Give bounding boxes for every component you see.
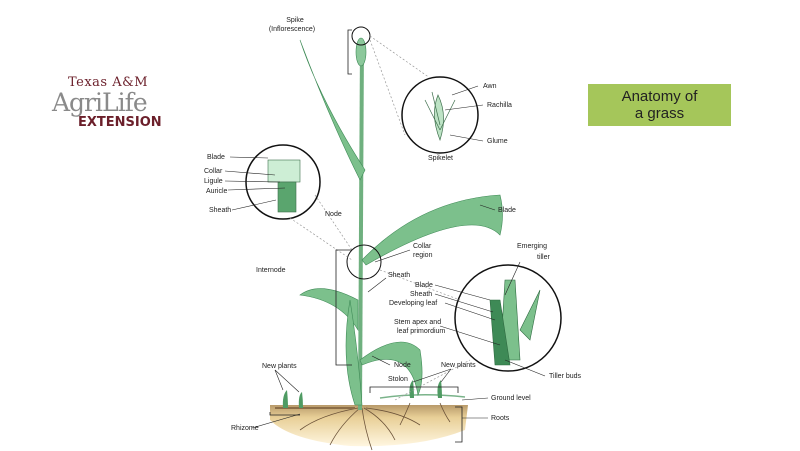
label-collar-sheath: Sheath bbox=[209, 207, 231, 214]
label-ligule: Ligule bbox=[204, 178, 223, 185]
label-stolon: Stolon bbox=[388, 376, 408, 383]
label-tiller-sheath: Sheath bbox=[410, 291, 432, 298]
label-ground-level: Ground level bbox=[491, 395, 531, 402]
label-awn: Awn bbox=[483, 83, 497, 90]
collar-detail-circle bbox=[245, 144, 321, 220]
label-inflorescence: (Inflorescence) bbox=[269, 26, 315, 33]
label-glume: Glume bbox=[487, 138, 508, 145]
label-developing-leaf: Developing leaf bbox=[389, 300, 437, 307]
label-blade: Blade bbox=[498, 207, 516, 214]
label-rachilla: Rachilla bbox=[487, 102, 512, 109]
label-collar-region-1: Collar bbox=[413, 243, 432, 250]
slide-title: Anatomy of a grass bbox=[588, 84, 731, 126]
logo-line-3: EXTENSION bbox=[78, 115, 162, 130]
label-roots: Roots bbox=[491, 415, 510, 422]
label-node-lower: Node bbox=[394, 362, 411, 369]
label-new-plants-left: New plants bbox=[262, 363, 297, 370]
label-collar: Collar bbox=[204, 168, 223, 175]
soil bbox=[270, 405, 468, 447]
spike bbox=[355, 37, 367, 67]
label-sheath: Sheath bbox=[388, 272, 410, 279]
tiller-drawing bbox=[489, 279, 541, 366]
spike-detail-circle bbox=[401, 76, 479, 154]
title-line-2: a grass bbox=[634, 105, 685, 122]
label-new-plants-right: New plants bbox=[441, 362, 476, 369]
label-tiller-blade: Blade bbox=[415, 282, 433, 289]
label-internode: Internode bbox=[256, 267, 286, 274]
stolon bbox=[379, 394, 466, 399]
new-plants bbox=[282, 380, 442, 408]
tiller-detail-circle bbox=[454, 264, 562, 372]
label-emerging-tiller-1: Emerging bbox=[517, 243, 547, 250]
label-node-upper: Node bbox=[325, 211, 342, 218]
label-rhizome: Rhizome bbox=[231, 425, 259, 432]
stem bbox=[358, 39, 364, 411]
collar-callout-circle bbox=[346, 244, 382, 280]
label-spike: Spike bbox=[286, 17, 304, 24]
logo-line-2: AgriLife bbox=[52, 88, 148, 117]
logo-line-1: Texas A&M bbox=[68, 75, 149, 90]
collar-drawing bbox=[267, 159, 301, 213]
leaves bbox=[299, 39, 503, 406]
agrilife-logo: Texas A&M AgriLife EXTENSION bbox=[50, 76, 175, 132]
label-tiller-buds: Tiller buds bbox=[549, 373, 582, 380]
label-collar-blade: Blade bbox=[207, 154, 225, 161]
label-stem-apex-2: leaf primordium bbox=[397, 328, 445, 335]
roots bbox=[299, 402, 451, 451]
label-collar-region-2: region bbox=[413, 252, 433, 259]
label-stem-apex-1: Stem apex and bbox=[394, 319, 441, 326]
spikelet-drawing bbox=[424, 91, 456, 142]
label-emerging-tiller-2: tiller bbox=[537, 254, 551, 261]
title-line-1: Anatomy of bbox=[621, 88, 698, 105]
label-spikelet: Spikelet bbox=[428, 155, 453, 162]
label-auricle: Auricle bbox=[206, 188, 228, 195]
